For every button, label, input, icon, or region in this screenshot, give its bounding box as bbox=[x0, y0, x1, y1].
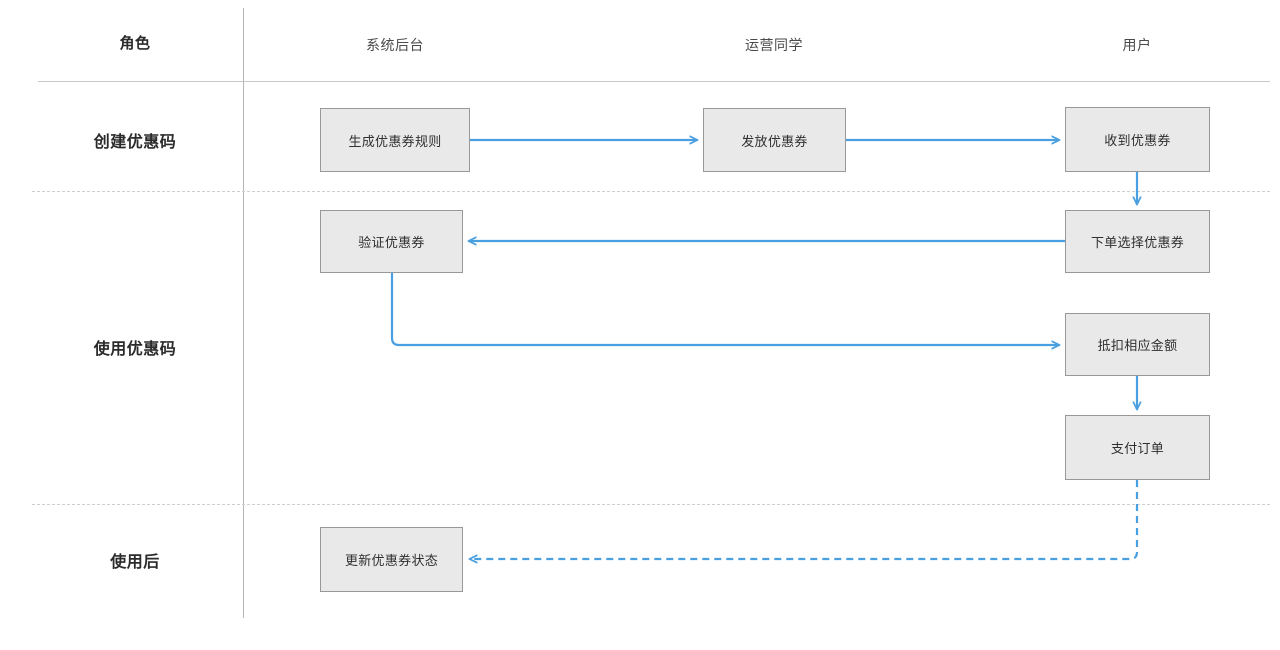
node-issue-coupon[interactable]: 发放优惠券 bbox=[703, 108, 846, 172]
node-receive-coupon[interactable]: 收到优惠券 bbox=[1065, 107, 1210, 172]
node-deduct-amount[interactable]: 抵扣相应金额 bbox=[1065, 313, 1210, 376]
node-update-coupon-status[interactable]: 更新优惠券状态 bbox=[320, 527, 463, 592]
lane-label-create: 创建优惠码 bbox=[93, 134, 177, 151]
edge-n7-n8 bbox=[470, 480, 1139, 559]
column-header-system: 系统后台 bbox=[366, 37, 424, 53]
column-header-operator: 运营同学 bbox=[745, 37, 803, 53]
node-generate-coupon-rule[interactable]: 生成优惠券规则 bbox=[320, 108, 470, 172]
lane-divider-1 bbox=[32, 191, 1270, 192]
lane-divider-2 bbox=[32, 504, 1270, 505]
edge-n4-n6 bbox=[390, 273, 1059, 345]
header-divider-rule bbox=[38, 81, 1270, 82]
header-role-label: 角色 bbox=[119, 35, 151, 52]
node-verify-coupon[interactable]: 验证优惠券 bbox=[320, 210, 463, 273]
column-divider-line bbox=[243, 8, 244, 618]
node-select-coupon-at-order[interactable]: 下单选择优惠券 bbox=[1065, 210, 1210, 273]
lane-label-use: 使用优惠码 bbox=[93, 341, 177, 358]
node-pay-order[interactable]: 支付订单 bbox=[1065, 415, 1210, 480]
column-header-user: 用户 bbox=[1122, 37, 1152, 53]
lane-label-after: 使用后 bbox=[110, 554, 160, 571]
